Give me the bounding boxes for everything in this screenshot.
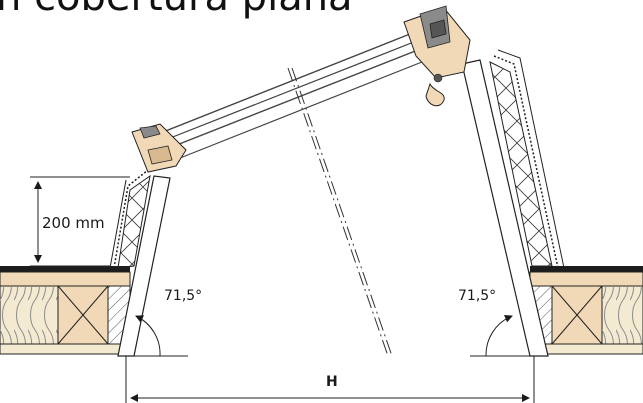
width-dimension: H (125, 356, 535, 403)
left-roof-deck (0, 266, 131, 355)
angle-label-right: 71,5° (458, 288, 496, 304)
left-angle-annotation: 71,5° (118, 288, 202, 357)
width-label-h: H (326, 374, 338, 390)
height-dimension: 200 mm (30, 176, 130, 267)
dimension-label-200mm: 200 mm (42, 214, 105, 232)
center-axis-line (287, 67, 389, 357)
right-upstand (461, 49, 565, 357)
diagram-title: n cobertura plana (0, 0, 353, 20)
right-angle-annotation: 71,5° (458, 288, 548, 357)
right-roof-deck (529, 266, 643, 355)
angle-label-left: 71,5° (164, 288, 202, 304)
window-sash (131, 5, 471, 173)
